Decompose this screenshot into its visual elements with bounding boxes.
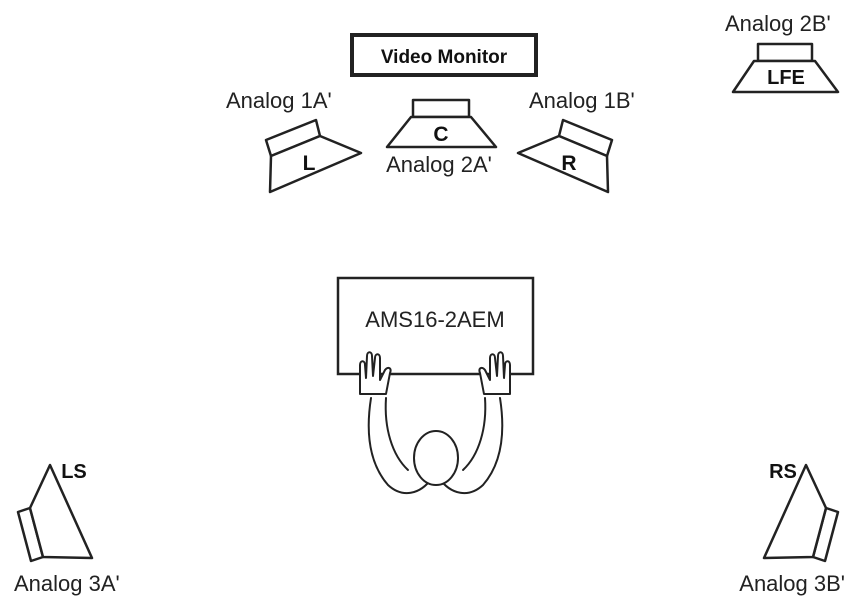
speaker-left-channel: Analog 1A' (226, 88, 332, 113)
speaker-lfe-id: LFE (767, 67, 805, 89)
speaker-left: L (264, 118, 363, 194)
speaker-left-surround-channel: Analog 3A' (14, 571, 120, 596)
speaker-right-channel: Analog 1B' (529, 88, 635, 113)
operator-figure (359, 351, 511, 494)
speaker-lfe: LFE (731, 42, 840, 94)
speaker-right-surround-channel: Analog 3B' (739, 571, 845, 596)
speaker-right-id: R (561, 152, 576, 175)
speaker-center-channel: Analog 2A' (386, 152, 492, 177)
speaker-right: R (516, 118, 614, 194)
speaker-left-surround-id: LS (61, 461, 87, 483)
speaker-right-surround: RS (762, 461, 840, 563)
speaker-right-surround-id: RS (769, 461, 797, 483)
speaker-left-id: L (303, 152, 316, 175)
speaker-center-id: C (433, 123, 448, 146)
speaker-center: C (385, 98, 498, 149)
console-label: AMS16-2AEM (365, 307, 504, 332)
speaker-left-surround: LS (16, 461, 94, 563)
video-monitor-label: Video Monitor (381, 47, 508, 68)
speaker-lfe-channel: Analog 2B' (725, 11, 831, 36)
video-monitor: Video Monitor (350, 33, 538, 77)
